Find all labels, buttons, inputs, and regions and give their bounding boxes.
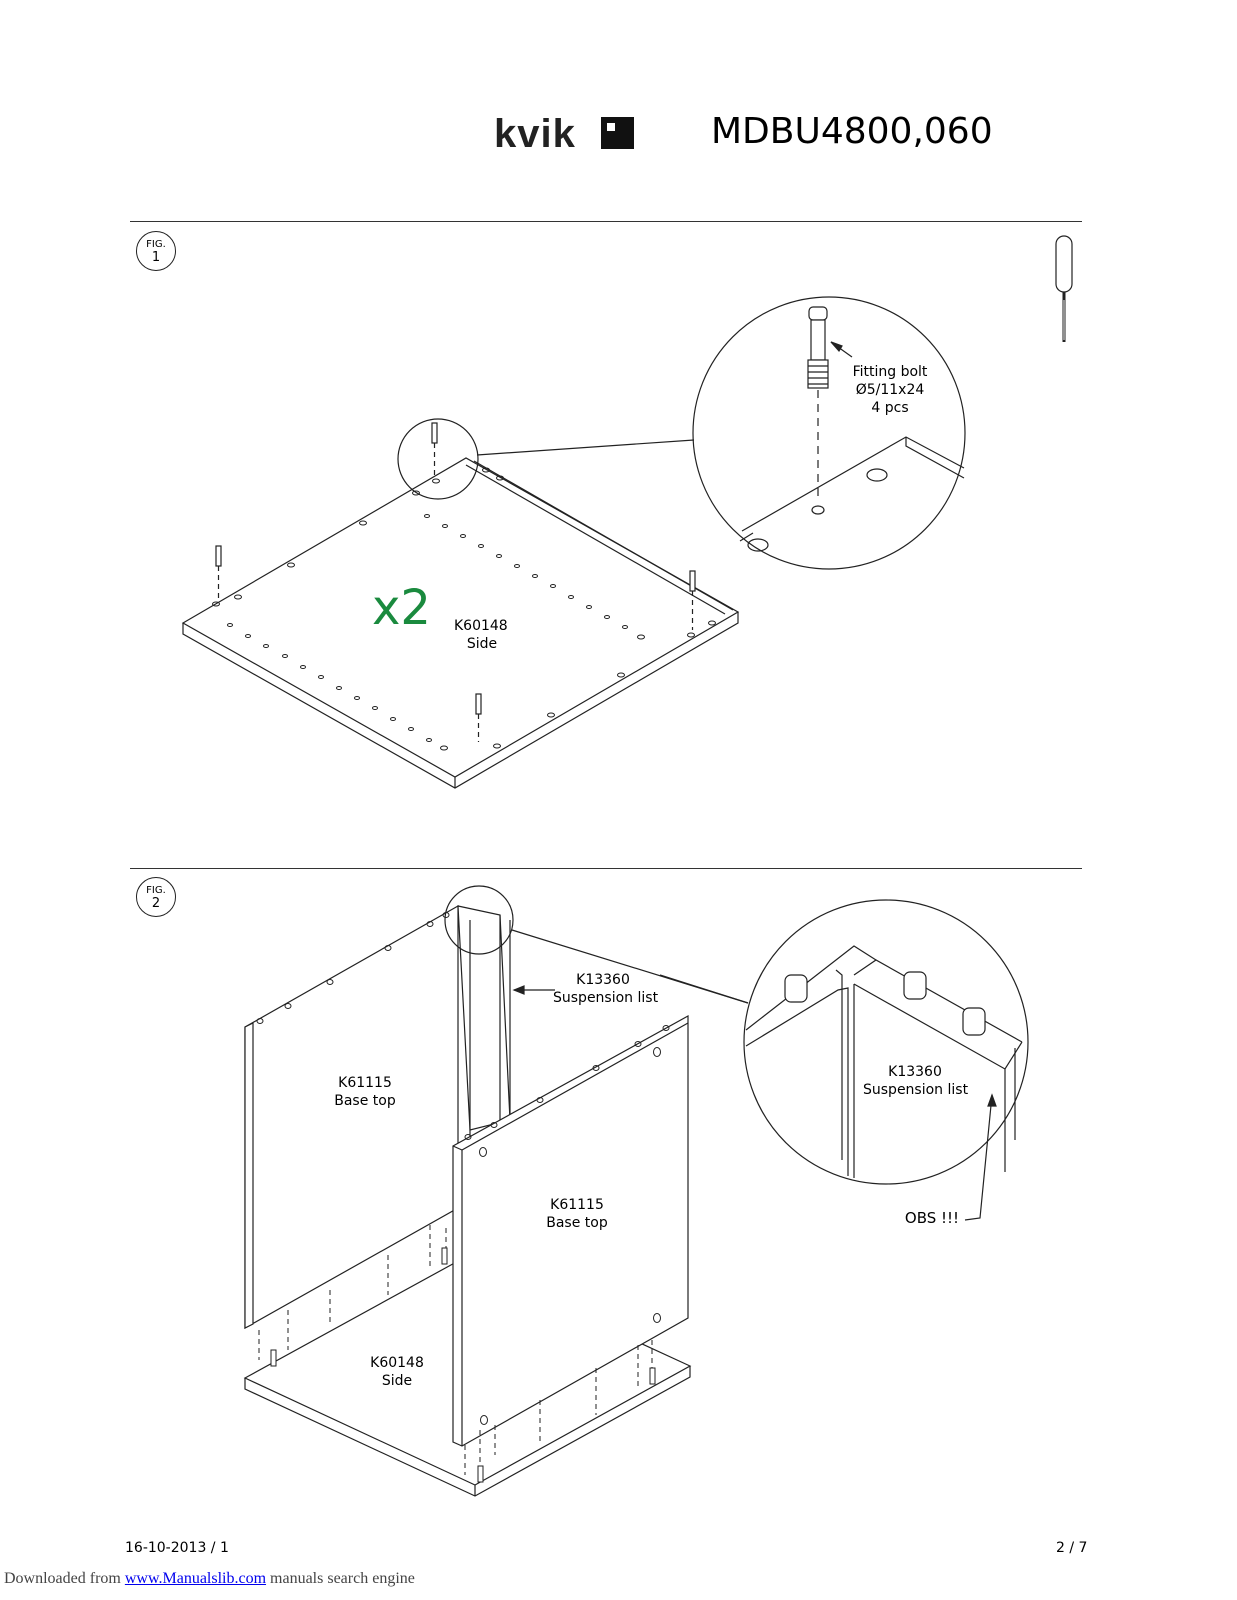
screwdriver-icon bbox=[1055, 235, 1073, 342]
model-number: MDBU4800,060 bbox=[711, 111, 993, 152]
brand-logo-mark bbox=[601, 117, 634, 149]
fig2-zoom-detail bbox=[743, 899, 1029, 1185]
fig1-zoom-source bbox=[397, 418, 479, 500]
base-top-right-label: K61115 Base top bbox=[546, 1197, 608, 1231]
quantity-multiplier: x2 bbox=[372, 580, 431, 636]
fig1-zoom-content bbox=[739, 306, 965, 552]
fig2-right-panel bbox=[452, 1014, 689, 1447]
fig1-part-code: K60148 bbox=[454, 618, 508, 634]
base-top-left-label: K61115 Base top bbox=[334, 1075, 396, 1109]
fig2-zoom-content bbox=[745, 945, 1023, 1178]
fig2-badge: FIG. 2 bbox=[136, 877, 176, 917]
obs-warning: OBS !!! bbox=[904, 1209, 960, 1227]
fig2-pegs bbox=[256, 912, 670, 1483]
fig1-badge-label: FIG. bbox=[146, 239, 166, 250]
brand-logo: kvik bbox=[494, 112, 576, 156]
zoom-suspension-label: K13360 Suspension list bbox=[863, 1064, 969, 1098]
fig1-badge: FIG. 1 bbox=[136, 231, 176, 271]
suspension-list-label: K13360 Suspension list bbox=[553, 972, 659, 1006]
manualslib-link[interactable]: www.Manualslib.com bbox=[124, 1570, 267, 1587]
divider-middle bbox=[130, 868, 1082, 869]
download-note: Downloaded from www.Manualslib.com manua… bbox=[4, 1570, 415, 1588]
fig1-badge-number: 1 bbox=[151, 250, 161, 265]
fitting-bolt-callout: Fitting bolt Ø5/11x24 4 pcs bbox=[852, 364, 928, 416]
fig1-part-name: Side bbox=[466, 636, 498, 652]
fig2-badge-number: 2 bbox=[151, 896, 161, 911]
footer-date: 16-10-2013 / 1 bbox=[125, 1540, 229, 1556]
download-prefix: Downloaded from bbox=[4, 1570, 125, 1587]
fig1-side-panel bbox=[181, 457, 740, 789]
side-part-label: K60148 Side bbox=[370, 1355, 424, 1389]
fig1-zoom-detail bbox=[692, 296, 966, 570]
fig2-left-panel bbox=[244, 904, 459, 1330]
fig2-zoom-source bbox=[444, 885, 514, 955]
fig1-holes bbox=[212, 467, 716, 751]
fig2-suspension-list bbox=[457, 905, 511, 1140]
fig1-bolts bbox=[215, 422, 696, 742]
footer-page: 2 / 7 bbox=[1056, 1540, 1088, 1556]
divider-top bbox=[130, 221, 1082, 222]
download-suffix: manuals search engine bbox=[266, 1570, 415, 1587]
fig2-badge-label: FIG. bbox=[146, 885, 166, 896]
fig2-callouts bbox=[512, 974, 997, 1221]
